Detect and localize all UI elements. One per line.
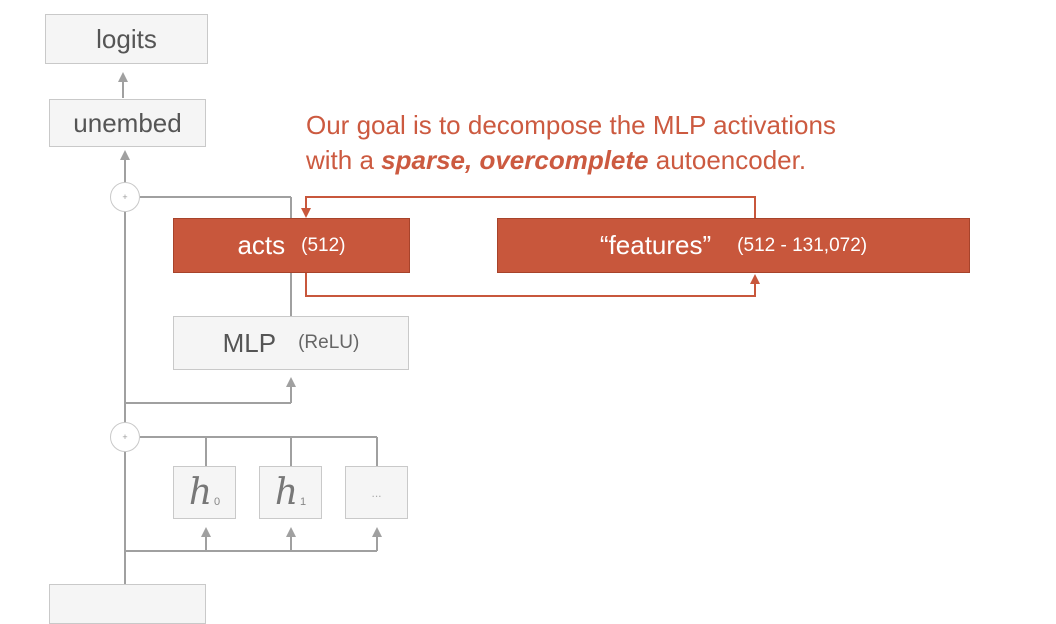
goal-text: Our goal is to decompose the MLP activat… <box>306 108 1006 178</box>
head-1-subscript: 1 <box>300 495 307 508</box>
logits-label: logits <box>96 23 157 54</box>
embed-box-partial <box>49 584 206 624</box>
head-0-subscript: 0 <box>214 495 221 508</box>
acts-label: acts <box>237 230 286 260</box>
residual-add-upper: + <box>110 182 140 212</box>
unembed-label: unembed <box>73 107 182 138</box>
features-dim: (512 - 131,072) <box>737 234 868 256</box>
features-label: “features” <box>599 230 712 260</box>
diagram-connectors <box>118 72 760 600</box>
head-1-symbol: h <box>274 472 299 513</box>
unembed-box: unembed <box>49 99 206 147</box>
head-0-symbol: h <box>188 472 213 513</box>
decoder-arrow-line <box>305 196 756 218</box>
features-box: “features” (512 - 131,072) <box>497 218 970 273</box>
head-more-label: ... <box>371 485 382 500</box>
mlp-activation: (ReLU) <box>298 332 360 353</box>
mlp-box: MLP (ReLU) <box>173 316 409 370</box>
acts-dim: (512) <box>301 234 346 256</box>
logits-box: logits <box>45 14 208 64</box>
goal-line-2: with a sparse, overcomplete autoencoder. <box>306 145 807 175</box>
residual-add-lower: + <box>110 422 140 452</box>
acts-box: acts (512) <box>173 218 410 273</box>
mlp-label: MLP <box>222 327 277 358</box>
goal-line-1: Our goal is to decompose the MLP activat… <box>306 110 836 140</box>
goal-emphasis: sparse, overcomplete <box>381 145 649 175</box>
head-more-box: ... <box>345 466 408 519</box>
encoder-arrow-line <box>305 272 756 297</box>
